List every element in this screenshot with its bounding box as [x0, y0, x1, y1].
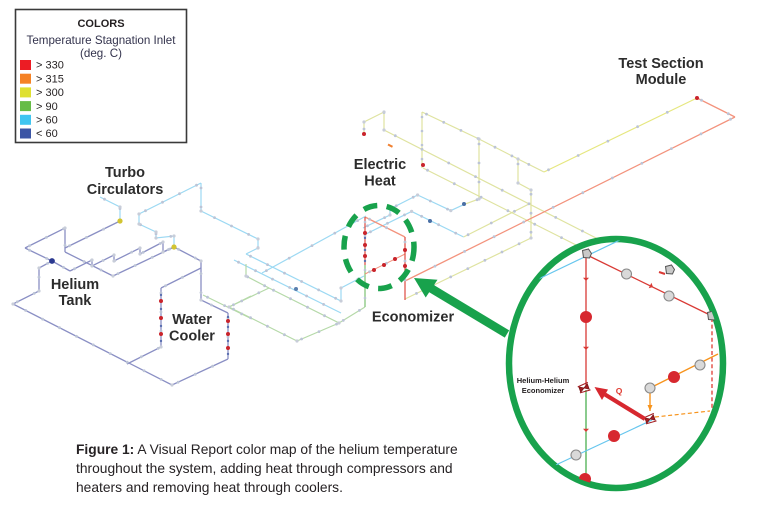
svg-text:Circulators: Circulators [87, 182, 164, 198]
svg-text:Test Section: Test Section [618, 56, 703, 72]
svg-text:Cooler: Cooler [169, 329, 215, 345]
svg-text:< 60: < 60 [36, 128, 58, 140]
svg-text:heaters and removing heat thro: heaters and removing heat through cooler… [76, 480, 343, 495]
svg-text:Economizer: Economizer [372, 310, 455, 326]
svg-text:COLORS: COLORS [77, 18, 124, 30]
svg-text:Electric: Electric [354, 157, 406, 173]
svg-text:Tank: Tank [59, 293, 93, 309]
svg-text:Module: Module [636, 72, 687, 88]
svg-text:Helium-Helium: Helium-Helium [517, 376, 570, 385]
svg-text:Figure 1: A Visual Report colo: Figure 1: A Visual Report color map of t… [76, 442, 458, 457]
svg-text:(deg. C): (deg. C) [80, 47, 122, 60]
svg-text:> 300: > 300 [36, 87, 64, 99]
svg-text:throughout the system, adding: throughout the system, adding heat throu… [76, 461, 453, 476]
svg-text:Turbo: Turbo [105, 165, 145, 181]
svg-text:Heat: Heat [364, 174, 396, 190]
svg-text:> 90: > 90 [36, 101, 58, 113]
svg-text:Water: Water [172, 312, 212, 328]
svg-text:> 330: > 330 [36, 60, 64, 72]
svg-text:> 60: > 60 [36, 115, 58, 127]
svg-text:> 315: > 315 [36, 73, 64, 85]
svg-text:Helium: Helium [51, 277, 99, 293]
svg-text:Q: Q [616, 386, 623, 396]
svg-text:Temperature Stagnation Inlet: Temperature Stagnation Inlet [27, 34, 177, 47]
svg-text:Economizer: Economizer [522, 386, 565, 395]
